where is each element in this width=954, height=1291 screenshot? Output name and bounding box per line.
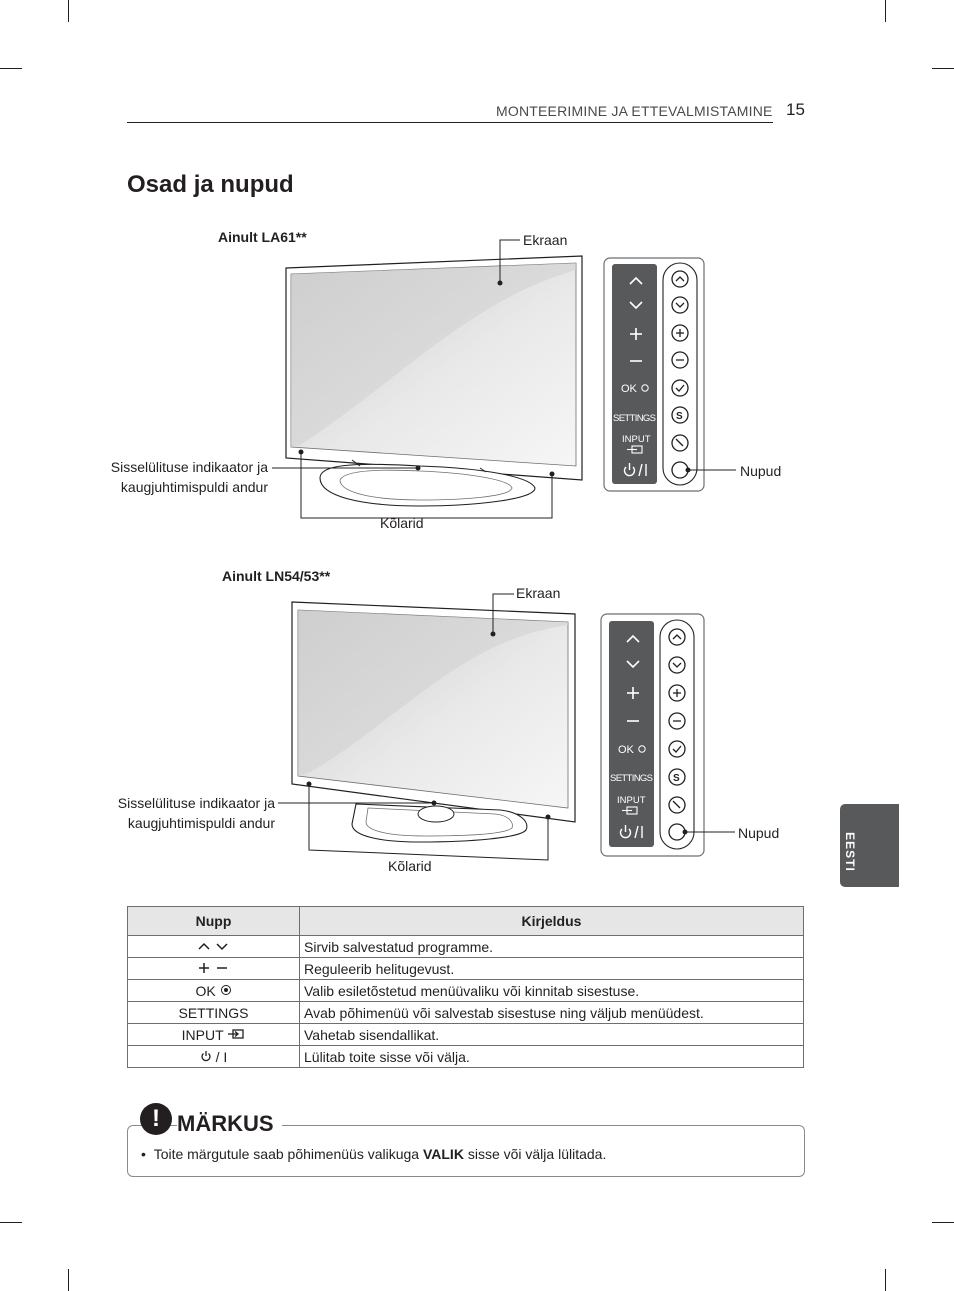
- warning-icon: !: [140, 1103, 172, 1135]
- crop-mark: [932, 1222, 954, 1223]
- button-cell: [127, 935, 300, 958]
- table-row: OK Valib esiletõstetud menüüvaliku või k…: [127, 979, 804, 1002]
- note-text: • Toite märgutule saab põhimenüüs valiku…: [141, 1146, 607, 1162]
- indicator-label-line2: kaugjuhtimispuldi andur: [120, 479, 268, 495]
- note-text-bold: VALIK: [422, 1146, 464, 1162]
- page-number: 15: [786, 100, 805, 119]
- ok-label: OK: [195, 982, 216, 999]
- description-cell: Sirvib salvestatud programme.: [299, 935, 804, 958]
- svg-text:S: S: [676, 411, 683, 422]
- indicator-label-line2: kaugjuhtimispuldi andur: [127, 815, 275, 831]
- power-icon: [201, 1050, 211, 1061]
- buttons-table: Nupp Kirjeldus Sirvib salvestatud progra…: [127, 906, 804, 1068]
- crop-mark: [885, 0, 886, 22]
- table-row: / I Lülitab toite sisse või välja.: [127, 1045, 804, 1068]
- page-title: Osad ja nupud: [127, 171, 294, 198]
- section-header: MONTEERIMINE JA ETTEVALMISTAMINE: [496, 103, 773, 119]
- description-cell: Reguleerib helitugevust.: [299, 957, 804, 980]
- model-label-ln54-53: Ainult LN54/53**: [222, 568, 331, 584]
- screen-label: Ekraan: [516, 585, 561, 601]
- svg-text:OK: OK: [618, 744, 635, 756]
- svg-text:SETTINGS: SETTINGS: [610, 773, 653, 784]
- note-text-before: Toite märgutule saab põhimenüüs valikuga: [153, 1146, 423, 1162]
- input-icon: [228, 1028, 244, 1039]
- input-label: INPUT: [181, 1026, 224, 1043]
- button-cell: INPUT: [127, 1023, 300, 1046]
- svg-text:INPUT: INPUT: [622, 434, 651, 445]
- speakers-label: Kõlarid: [388, 858, 432, 874]
- screen-label: Ekraan: [523, 232, 568, 248]
- buttons-label: Nupud: [738, 825, 780, 841]
- button-cell: SETTINGS: [127, 1001, 300, 1024]
- description-cell: Lülitab toite sisse või välja.: [299, 1045, 804, 1068]
- buttons-label: Nupud: [740, 463, 782, 479]
- table-row: Reguleerib helitugevust.: [127, 957, 804, 980]
- table-header: Kirjeldus: [299, 906, 804, 936]
- crop-mark: [68, 1269, 69, 1291]
- description-cell: Vahetab sisendallikat.: [299, 1023, 804, 1046]
- ok-icon: [220, 984, 231, 995]
- button-cell: [127, 957, 300, 980]
- description-cell: Valib esiletõstetud menüüvaliku või kinn…: [299, 979, 804, 1002]
- table-header-row: Nupp Kirjeldus: [127, 906, 804, 936]
- table-header: Nupp: [127, 906, 300, 936]
- svg-text:OK: OK: [621, 383, 638, 395]
- note-text-after: sisse või välja lülitada.: [463, 1146, 607, 1162]
- crop-mark: [0, 68, 22, 69]
- model-label-la61: Ainult LA61**: [218, 229, 307, 245]
- button-cell: OK: [127, 979, 300, 1002]
- crop-mark: [68, 0, 69, 22]
- power-label: / I: [215, 1048, 228, 1065]
- svg-text:SETTINGS: SETTINGS: [613, 413, 656, 424]
- note-box: [127, 1125, 805, 1177]
- tv-diagrams: OK SETTINGS INPUT S: [272, 239, 736, 861]
- speakers-label: Kõlarid: [380, 515, 424, 531]
- plus-minus-icon: [198, 962, 227, 973]
- crop-mark: [885, 1269, 886, 1291]
- table-row: Sirvib salvestatud programme.: [127, 935, 804, 958]
- tv-la61: OK SETTINGS INPUT S: [272, 239, 736, 519]
- svg-text:S: S: [673, 773, 680, 784]
- indicator-label-line1: Sisselülituse indikaator ja: [110, 459, 268, 475]
- language-tab-label: EESTI: [843, 832, 857, 872]
- svg-text:INPUT: INPUT: [617, 795, 646, 806]
- description-cell: Avab põhimenüü või salvestab sisestuse n…: [299, 1001, 804, 1024]
- tv-ln54-53: OK SETTINGS INPUT S: [278, 593, 735, 861]
- up-down-arrows-icon: [197, 942, 228, 950]
- crop-mark: [932, 68, 954, 69]
- indicator-label-line1: Sisselülituse indikaator ja: [117, 795, 275, 811]
- note-title: MÄRKUS: [177, 1111, 282, 1137]
- crop-mark: [0, 1222, 22, 1223]
- header-rule: [127, 122, 773, 123]
- table-row: SETTINGS Avab põhimenüü või salvestab si…: [127, 1001, 804, 1024]
- button-cell: / I: [127, 1045, 300, 1068]
- table-row: INPUT Vahetab sisendallikat.: [127, 1023, 804, 1046]
- language-tab: [840, 804, 899, 887]
